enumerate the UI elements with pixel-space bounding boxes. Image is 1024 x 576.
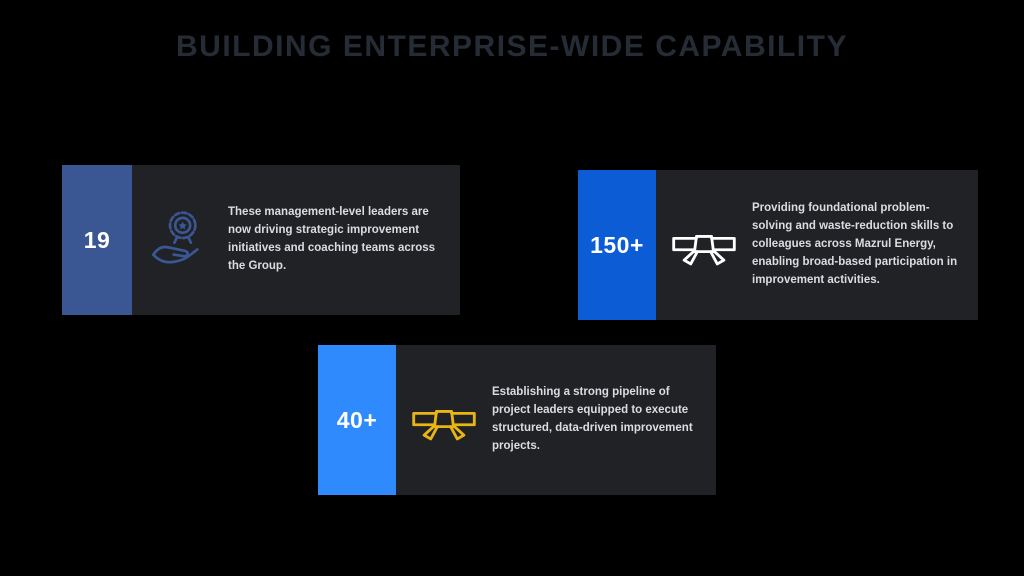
stat-number: 150+ <box>590 231 644 258</box>
stat-description: These management-level leaders are now d… <box>228 206 436 272</box>
stat-description: Establishing a strong pipeline of projec… <box>492 386 693 452</box>
stat-card-yellow-belts: 40+ Establishing a strong pipeline of pr… <box>318 345 716 495</box>
stat-number-block: 40+ <box>318 345 396 495</box>
badge-in-hand-icon <box>132 208 228 272</box>
stat-number: 40+ <box>336 406 378 433</box>
stat-card-body: Providing foundational problem-solving a… <box>656 170 978 320</box>
stat-description: Providing foundational problem-solving a… <box>752 202 958 286</box>
page-title: BUILDING ENTERPRISE-WIDE CAPABILITY <box>176 30 848 63</box>
stat-card-white-belts: 150+ Providing foundational problem-solv… <box>578 170 978 320</box>
stat-card-body: Establishing a strong pipeline of projec… <box>396 345 716 495</box>
stat-number: 19 <box>83 226 111 253</box>
yellow-belt-icon <box>396 398 492 442</box>
white-belt-icon <box>656 223 752 267</box>
stat-number-block: 19 <box>62 165 132 315</box>
stat-card-body: These management-level leaders are now d… <box>132 165 460 315</box>
stat-card-leaders: 19 These management-level leaders are no… <box>62 165 460 315</box>
stat-number-block: 150+ <box>578 170 656 320</box>
